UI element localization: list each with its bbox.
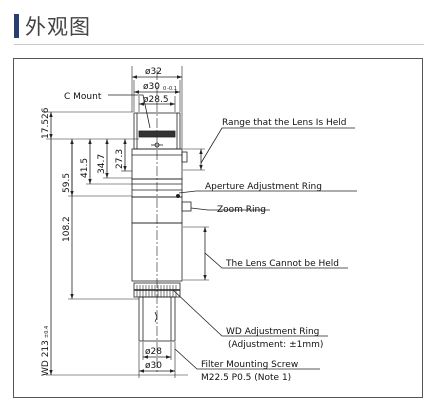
label-range-held: Range that the Lens Is Held xyxy=(222,118,347,128)
leader-zoom-ring xyxy=(190,207,270,211)
label-wd-ring: WD Adjustment Ring xyxy=(226,327,319,337)
leader-c-mount xyxy=(108,94,151,129)
title-divider xyxy=(14,44,424,45)
dim-108-2: 108.2 xyxy=(62,216,72,242)
leader-filter-screw xyxy=(174,348,320,370)
label-filter-screw: Filter Mounting Screw xyxy=(201,360,298,370)
leader-wd-ring xyxy=(172,289,328,337)
lock-screw xyxy=(181,151,188,163)
dim-d30-tolerance: 0 -0.1 xyxy=(163,86,177,92)
dim-d32: ø32 xyxy=(145,67,162,77)
label-wd-adjustment: (Adjustment: ±1mm) xyxy=(228,340,323,350)
dim-wd-213: WD 213 xyxy=(41,340,51,376)
dim-d30-bottom: ø30 xyxy=(145,361,162,371)
dim-d28: ø28 xyxy=(145,347,162,357)
leader-cannot-hold xyxy=(204,252,348,269)
dim-27-3: 27.3 xyxy=(115,149,125,169)
drawing-frame xyxy=(13,58,423,398)
dim-d28-5: ø28.5 xyxy=(143,95,169,105)
label-aperture-ring: Aperture Adjustment Ring xyxy=(205,182,322,192)
leader-aperture-ring xyxy=(178,190,357,194)
dim-wd-213-tolerance: ±0.4 xyxy=(44,326,50,338)
label-c-mount: C Mount xyxy=(64,92,102,102)
title-accent-bar xyxy=(14,14,19,38)
page-title: 外观图 xyxy=(25,15,91,39)
dim-41-5: 41.5 xyxy=(80,158,90,178)
label-zoom-ring: Zoom Ring xyxy=(217,205,266,215)
dim-17-526: 17.526 xyxy=(41,107,51,139)
leader-range-held xyxy=(200,127,355,164)
dim-59-5: 59.5 xyxy=(62,173,72,193)
zoom-ring-knob xyxy=(181,201,192,212)
label-cannot-hold: The Lens Cannot be Held xyxy=(225,259,339,269)
wd-ring-knurl xyxy=(136,285,177,297)
dim-d30-top: ø30 xyxy=(143,82,160,92)
dimension-arrowheads xyxy=(49,75,207,375)
label-filter-spec: M22.5 P0.5 (Note 1) xyxy=(201,373,291,383)
dim-34-7: 34.7 xyxy=(97,154,107,174)
